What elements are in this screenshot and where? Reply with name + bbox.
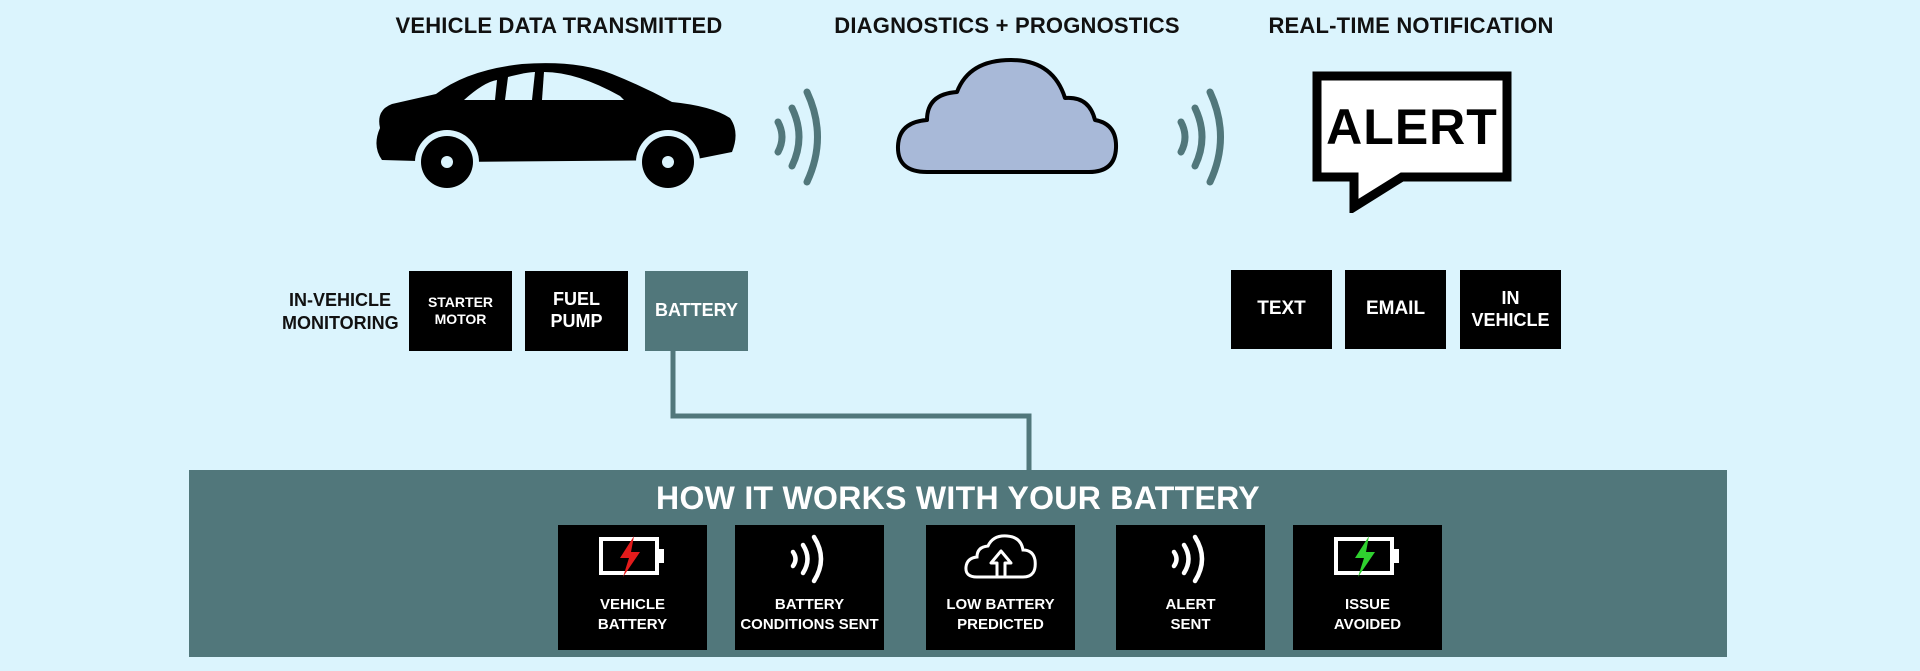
step-label: ISSUE AVOIDED: [1333, 596, 1402, 634]
monitoring-label: IN-VEHICLE MONITORING: [282, 290, 399, 334]
heading-diagnostics: DIAGNOSTICS + PROGNOSTICS: [834, 13, 1180, 38]
signal-waves-icon: [774, 88, 821, 186]
fuel-pump-box: FUEL PUMP: [525, 271, 628, 351]
heading-notification: REAL-TIME NOTIFICATION: [1268, 13, 1554, 38]
panel-title: HOW IT WORKS WITH YOUR BATTERY: [656, 480, 1260, 516]
heading-vehicle-data: VEHICLE DATA TRANSMITTED: [395, 13, 723, 38]
step-label: LOW BATTERY PREDICTED: [946, 596, 1055, 634]
cloud-upload-icon: [963, 534, 1037, 579]
signal-waves-icon: [1171, 534, 1204, 584]
step-battery-conditions: BATTERY CONDITIONS SENT: [735, 525, 884, 650]
step-issue-avoided: ISSUE AVOIDED: [1293, 525, 1442, 650]
alert-bubble-icon: [1312, 71, 1512, 213]
battery-box: BATTERY: [645, 271, 748, 351]
step-label: BATTERY CONDITIONS SENT: [740, 596, 879, 634]
battery-panel: HOW IT WORKS WITH YOUR BATTERY VEHICLE B…: [189, 470, 1727, 657]
step-vehicle-battery: VEHICLE BATTERY: [558, 525, 707, 650]
email-box: EMAIL: [1345, 270, 1446, 349]
alert-text: ALERT: [1326, 98, 1498, 155]
signal-waves-icon: [790, 534, 823, 584]
text-box: TEXT: [1231, 270, 1332, 349]
in-vehicle-box: IN VEHICLE: [1460, 270, 1561, 349]
step-label: ALERT SENT: [1165, 596, 1216, 634]
battery-red-bolt-icon: [598, 536, 664, 577]
cloud-icon: [895, 58, 1119, 174]
step-alert-sent: ALERT SENT: [1116, 525, 1265, 650]
battery-green-bolt-icon: [1333, 536, 1399, 577]
signal-waves-icon: [1177, 88, 1224, 186]
step-label: VEHICLE BATTERY: [597, 596, 668, 634]
step-low-battery-predicted: LOW BATTERY PREDICTED: [926, 525, 1075, 650]
car-icon: [376, 63, 736, 194]
starter-motor-box: STARTER MOTOR: [409, 271, 512, 351]
